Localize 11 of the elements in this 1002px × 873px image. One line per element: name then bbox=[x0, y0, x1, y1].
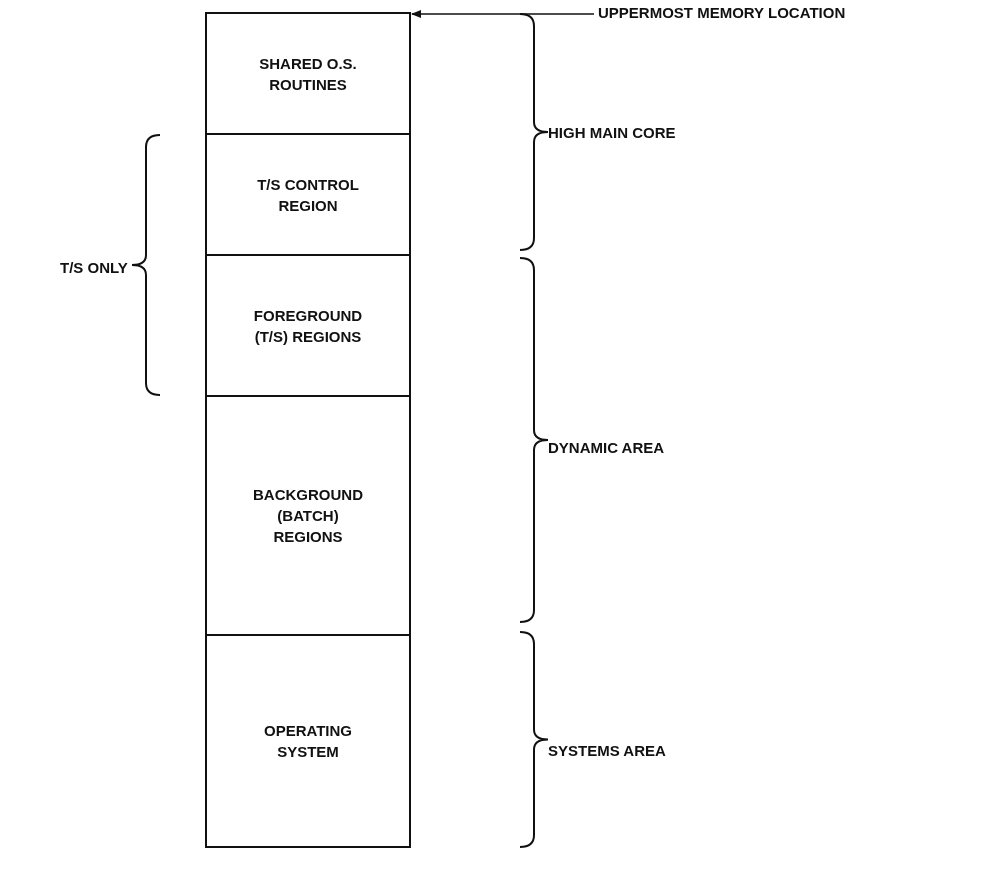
memory-region-box: FOREGROUND (T/S) REGIONS bbox=[205, 254, 411, 397]
brace-label: HIGH MAIN CORE bbox=[548, 124, 676, 141]
leader-arrow bbox=[411, 10, 595, 18]
brace-label: DYNAMIC AREA bbox=[548, 439, 665, 456]
memory-region-box: T/S CONTROL REGION bbox=[205, 133, 411, 256]
brace-label: T/S ONLY bbox=[60, 259, 128, 276]
annotation-text: UPPERMOST MEMORY LOCATION bbox=[598, 4, 846, 21]
brace-label: SYSTEMS AREA bbox=[548, 742, 666, 759]
memory-region-box: SHARED O.S. ROUTINES bbox=[205, 12, 411, 135]
memory-region-box: OPERATING SYSTEM bbox=[205, 634, 411, 848]
memory-region-box: BACKGROUND (BATCH) REGIONS bbox=[205, 395, 411, 636]
